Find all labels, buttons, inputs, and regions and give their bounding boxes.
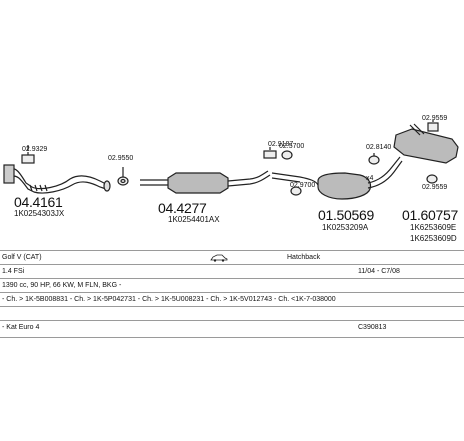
engine-text: 1.4 FSi (2, 268, 25, 275)
exhaust-drawing (3, 120, 459, 200)
info-row-model: Golf V (CAT) Hatchback (0, 250, 464, 265)
front-pipe-end (103, 180, 111, 192)
info-row-chassis: - Ch. > 1K-5B008831 - Ch. > 1K-5P042731 … (0, 292, 464, 307)
clamp-02-5700-shape (281, 150, 293, 160)
quantity-note: x4 (366, 175, 374, 182)
clamp-label-02-5700: 02.5700 (279, 143, 305, 150)
clamp-02-8140-shape (368, 155, 380, 165)
info-row-engine: 1.4 FSi 11/04 - C7/08 (0, 264, 464, 279)
clamp-label-02-9700: 02.9700 (290, 182, 316, 189)
centre-silencer-pipe (271, 172, 319, 186)
info-row-standard: - Kat Euro 4 C390813 (0, 320, 464, 335)
info-row-empty (0, 306, 464, 321)
table-bottom-border (0, 337, 464, 338)
emission-standard-text: - Kat Euro 4 (2, 324, 40, 331)
oem-number-1k6253609d: 1K6253609D (410, 234, 457, 243)
production-dates-text: 11/04 - C7/08 (358, 268, 400, 275)
oem-number-1k0253209a: 1K0253209A (322, 223, 369, 232)
part-number-01-60757: 01.60757 (402, 207, 458, 223)
clamp-label-02-9559-top: 02.9559 (422, 115, 448, 122)
clamp-02-9559-top-shape (427, 122, 439, 132)
rear-silencer-shape (393, 128, 459, 164)
clamp-02-9700-shape (290, 186, 302, 196)
clamp-02-9329-shape (21, 152, 35, 164)
middle-pipe-shape-rear (227, 170, 271, 187)
rear-tailpipe (409, 123, 425, 136)
part-number-01-50569: 01.50569 (318, 207, 374, 223)
part-number-04-4161: 04.4161 (14, 194, 63, 210)
clamp-label-02-9187: 02.9187 (268, 141, 294, 148)
front-pipe-shape-inner (9, 175, 107, 194)
oem-number-1k6253609e: 1K6253609E (410, 223, 457, 232)
clamp-label-02-9559-bottom: 02.9559 (422, 184, 448, 191)
catalogue-code-text: C390813 (358, 324, 387, 331)
catalyst-shape (167, 172, 229, 194)
clamp-label-02-9329: 02.9329 (22, 146, 48, 153)
car-body-icon (210, 254, 228, 264)
clamp-02-9187-shape (263, 150, 277, 159)
oem-number-1k0254303jx: 1K0254303JX (14, 209, 65, 218)
front-pipe-shape (7, 167, 109, 190)
engine-spec-text: 1390 cc, 90 HP, 66 KW, M FLN, BKG - (2, 282, 122, 289)
centre-to-rear-pipe (367, 156, 403, 189)
clamp-02-9550-shape (117, 176, 129, 186)
front-pipe-bellows (29, 184, 48, 192)
body-type-text: Hatchback (287, 254, 321, 261)
info-row-spec: 1390 cc, 90 HP, 66 KW, M FLN, BKG - (0, 278, 464, 293)
clamp-label-02-8140: 02.8140 (366, 144, 392, 151)
clamp-02-9559-bottom-shape (426, 174, 438, 184)
part-number-04-4277: 04.4277 (158, 200, 207, 216)
part-number-02-9550: 02.9550 (108, 155, 134, 162)
front-flange (3, 164, 15, 184)
exhaust-system-diagram: 02.9329 04.4161 1K0254303JX 02.9550 04.4… (0, 95, 464, 245)
centre-silencer-shape (317, 172, 372, 200)
chassis-range-text: - Ch. > 1K-5B008831 - Ch. > 1K-5P042731 … (2, 296, 336, 303)
middle-pipe-shape (140, 179, 168, 186)
model-text: Golf V (CAT) (2, 254, 42, 261)
oem-number-1k0254401ax: 1K0254401AX (168, 215, 220, 224)
